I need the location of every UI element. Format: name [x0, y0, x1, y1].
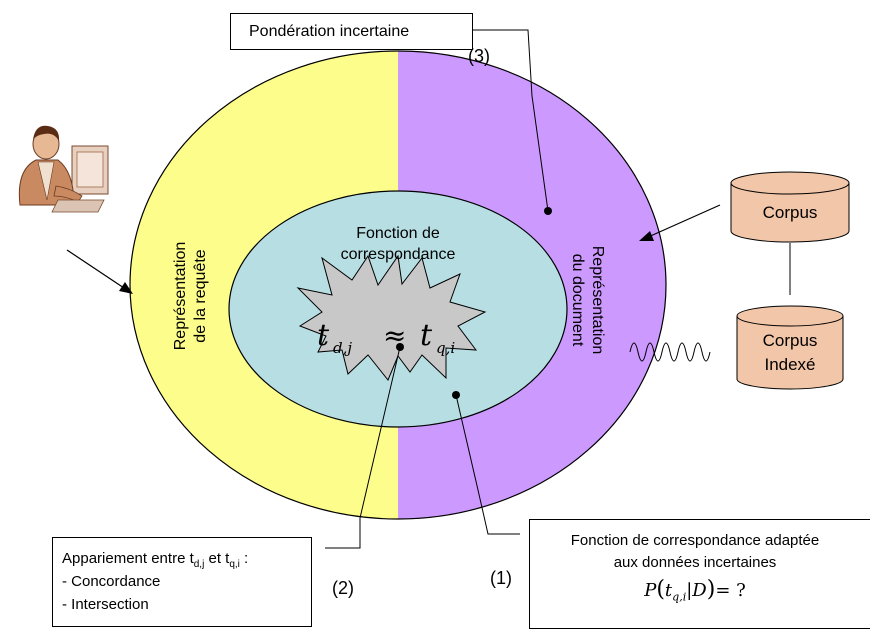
matching-function-line2: correspondance	[341, 246, 456, 263]
callout-number-1: (1)	[490, 568, 512, 588]
person-at-computer-icon	[18, 125, 109, 213]
indexed-corpus-cylinder: Corpus Indexé	[736, 305, 844, 390]
adapted-formula: P(tq,i|D)= ?	[644, 577, 746, 604]
formula-right-subscript: q,i	[436, 339, 455, 357]
adapted-line2: aux données incertaines	[613, 554, 777, 571]
formula-left-subscript: d,j	[333, 339, 352, 357]
pairing-title: Appariement entre td,j et tq,i :	[62, 550, 249, 570]
document-representation-line1: Représentation	[589, 246, 606, 355]
adapted-line1: Fonction de correspondance adaptée	[570, 532, 820, 549]
matching-function-line1: Fonction de	[356, 225, 440, 242]
indexed-corpus-line1: Corpus	[763, 331, 818, 350]
query-representation-line2: de la requête	[192, 249, 209, 343]
wavy-line	[629, 342, 711, 362]
indexed-corpus-line2: Indexé	[764, 355, 815, 374]
callout-number-3: (3)	[468, 46, 490, 66]
corpus-label: Corpus	[763, 203, 818, 222]
formula-right-term: t	[420, 318, 433, 353]
uncertain-weighting-label: Pondération incertaine	[249, 23, 410, 40]
leader-line-1	[455, 394, 520, 535]
arrow-user-to-query	[66, 249, 128, 291]
corpus-cylinder: Corpus	[730, 171, 850, 243]
star-burst	[296, 254, 487, 381]
callout-number-2: (2)	[332, 578, 354, 598]
uncertain-weighting-box: Pondération incertaine	[230, 13, 473, 50]
leader-line-2	[325, 346, 401, 549]
pairing-item-intersection: - Intersection	[62, 596, 149, 613]
adapted-matching-box: Fonction de correspondance adaptée aux d…	[529, 519, 870, 629]
query-representation-line1: Représentation	[172, 242, 189, 351]
arrow-corpus-to-document	[645, 204, 721, 239]
pairing-item-concordance: - Concordance	[62, 573, 161, 590]
formula-left-term: t	[317, 318, 330, 353]
pairing-box: Appariement entre td,j et tq,i : - Conco…	[52, 537, 312, 627]
leader-line-3	[473, 29, 549, 212]
document-representation-line2: du document	[569, 254, 586, 347]
